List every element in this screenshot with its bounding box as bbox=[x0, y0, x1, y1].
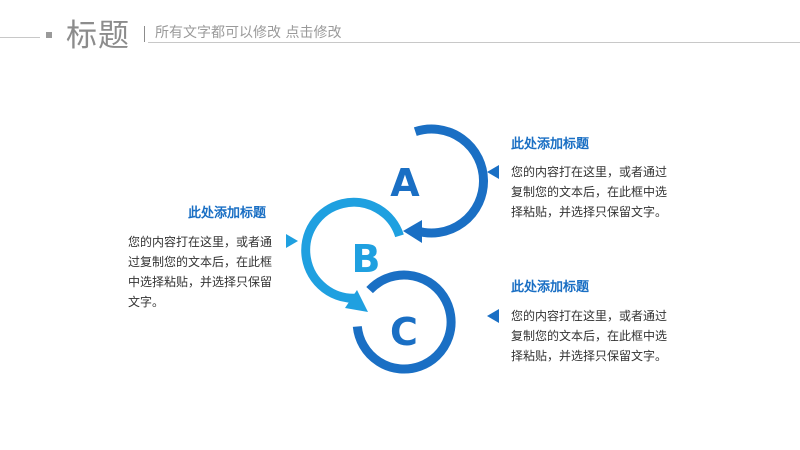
title-divider bbox=[144, 26, 145, 42]
ring-c-letter: C bbox=[390, 310, 418, 354]
top-right-block-heading[interactable]: 此处添加标题 bbox=[511, 137, 590, 152]
header-line-right bbox=[148, 42, 800, 43]
ring-b-letter: B bbox=[352, 237, 381, 281]
header-square-icon bbox=[46, 32, 52, 38]
left-pointer-icon bbox=[286, 234, 298, 248]
ring-a-arrowhead bbox=[403, 220, 422, 243]
ring-b-arrowhead bbox=[345, 290, 368, 312]
left-block-heading[interactable]: 此处添加标题 bbox=[188, 206, 267, 221]
top-right-pointer-icon bbox=[487, 165, 499, 179]
ring-b[interactable]: B bbox=[301, 197, 404, 312]
ring-a-arc bbox=[413, 124, 488, 238]
header-line-left bbox=[0, 37, 40, 38]
ring-a-letter: A bbox=[390, 161, 420, 205]
bottom-right-pointer-icon bbox=[487, 309, 499, 323]
ring-c[interactable]: C bbox=[352, 270, 456, 374]
ring-a[interactable]: A bbox=[390, 124, 488, 243]
ring-b-arc bbox=[301, 197, 404, 303]
bottom-right-block-body[interactable]: 您的内容打在这里，或者通过复制您的文本后，在此框中选择粘贴，并选择只保留文字。 bbox=[511, 309, 668, 363]
page-subtitle[interactable]: 所有文字都可以修改 点击修改 bbox=[155, 25, 342, 41]
ring-c-arc bbox=[352, 270, 456, 374]
left-block-body[interactable]: 您的内容打在这里，或者通过复制您的文本后，在此框中选择粘贴，并选择只保留文字。 bbox=[128, 235, 273, 309]
bottom-right-block-heading[interactable]: 此处添加标题 bbox=[511, 280, 590, 295]
top-right-block-body[interactable]: 您的内容打在这里，或者通过复制您的文本后，在此框中选择粘贴，并选择只保留文字。 bbox=[511, 165, 668, 219]
page-title[interactable]: 标题 bbox=[66, 18, 130, 54]
